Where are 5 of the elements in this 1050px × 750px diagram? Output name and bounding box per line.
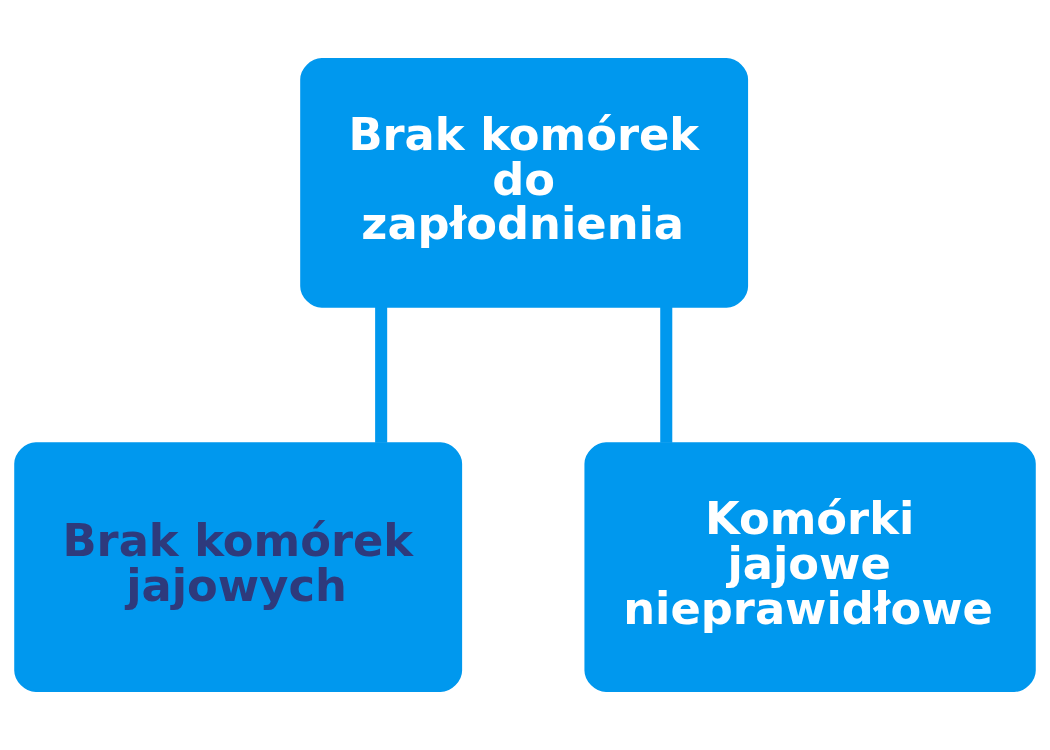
connector <box>660 307 673 443</box>
node-box: Komórki jajowe nieprawidłowe <box>584 442 1036 692</box>
connector <box>375 307 388 443</box>
node-box: Brak komórek jajowych <box>14 442 463 692</box>
node-box: Brak komórek do zapłodnienia <box>300 58 749 308</box>
